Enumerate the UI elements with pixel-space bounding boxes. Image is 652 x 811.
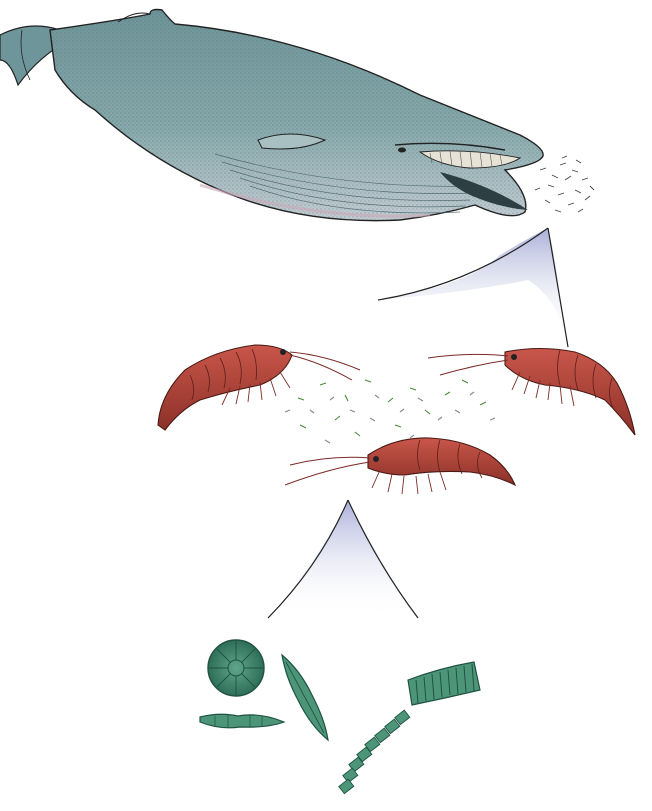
diatom-icon-capsule [200, 714, 284, 728]
plankton-swarm [285, 380, 495, 443]
diatom-icon-barrel [408, 662, 480, 705]
krill-icon-center [285, 438, 515, 494]
arrow-krill-to-whale [378, 228, 568, 347]
arrow-phytoplankton-to-krill [268, 500, 418, 618]
diatom-icon-chain [339, 710, 410, 793]
krill-icon-right [428, 349, 635, 436]
blue-whale-icon [0, 10, 543, 221]
krill-swarm-at-mouth [535, 156, 594, 212]
krill-icon-left [158, 345, 360, 430]
diatom-icon-round [208, 640, 264, 696]
diatom-icon-long [282, 655, 328, 740]
